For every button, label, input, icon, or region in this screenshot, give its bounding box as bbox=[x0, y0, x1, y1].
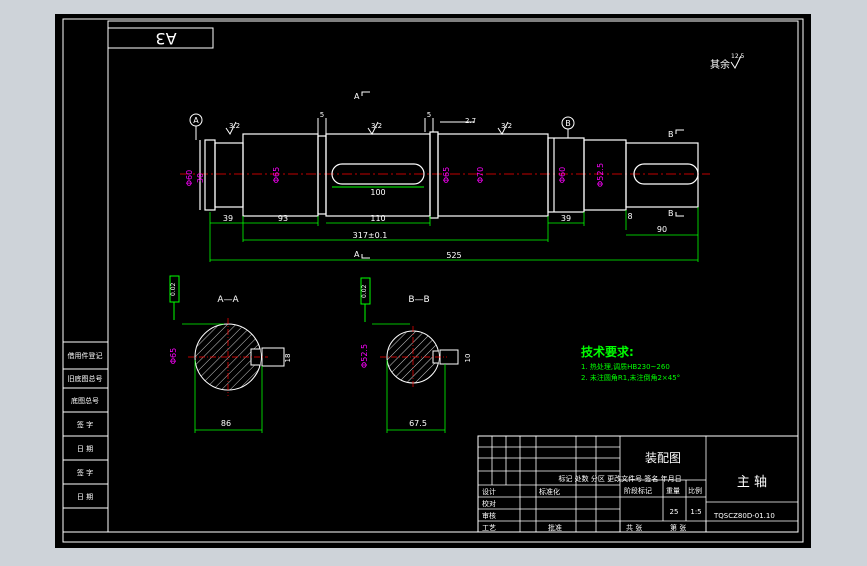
drawing-border bbox=[107, 20, 799, 533]
dia-label-3: Φ65 bbox=[272, 167, 281, 183]
weight-label: 重量 bbox=[666, 487, 680, 495]
keyway-2 bbox=[633, 163, 699, 185]
sheet-size-box bbox=[107, 27, 214, 49]
dim-39-left: 39 bbox=[223, 214, 233, 223]
dim-39-right: 39 bbox=[561, 214, 571, 223]
dim-317: 317±0.1 bbox=[353, 231, 388, 240]
dia-label-2: 30 bbox=[196, 173, 205, 183]
tech-item-2: 2. 未注圆角R1,未注倒角2×45° bbox=[581, 373, 680, 382]
dim-93: 93 bbox=[278, 214, 288, 223]
section-a-key-width: 18 bbox=[284, 354, 292, 363]
keyway-1 bbox=[331, 163, 425, 185]
title-block: 标记 处数 分区 更改文件号 签名 年月日 设计 校对 审核 工艺 标准化 批准… bbox=[477, 435, 799, 533]
keyway-width-1: 5 bbox=[320, 111, 324, 119]
section-a-a: A—A Φ65 18 86 0.02 bbox=[169, 275, 292, 433]
dim-525: 525 bbox=[446, 251, 461, 260]
section-b-diameter: Φ52.5 bbox=[360, 344, 369, 368]
sheets-total: 共 张 bbox=[626, 523, 642, 532]
roughness-symbol-icon bbox=[730, 55, 742, 69]
outer-frame bbox=[62, 18, 804, 543]
tech-requirements: 技术要求: 1. 热处理,调质HB230~260 2. 未注圆角R1,未注倒角2… bbox=[581, 344, 680, 382]
scale-label: 比例 bbox=[688, 486, 702, 495]
section-mark-b-top: B bbox=[668, 130, 674, 139]
section-b-title: B—B bbox=[408, 295, 429, 305]
tech-title: 技术要求: bbox=[581, 344, 634, 359]
strip-cell-4: 签 字 bbox=[77, 420, 93, 429]
dia-label-1: Φ60 bbox=[185, 170, 194, 186]
role-review: 审核 bbox=[482, 511, 496, 520]
role-process: 工艺 bbox=[482, 524, 496, 532]
roughness-icon-2 bbox=[367, 121, 379, 135]
section-mark-b-bottom: B bbox=[668, 209, 674, 218]
roughness-icon-3 bbox=[497, 121, 509, 135]
tech-item-1: 1. 热处理,调质HB230~260 bbox=[581, 362, 670, 371]
flatness-b-value: 0.02 bbox=[361, 284, 368, 298]
roughness-icon-1 bbox=[225, 121, 237, 135]
section-b-width: 67.5 bbox=[409, 419, 427, 428]
dia-label-6: Φ60 bbox=[558, 167, 567, 183]
datum-a-label: A bbox=[193, 116, 199, 125]
strip-cell-1: 借用件登记 bbox=[68, 351, 103, 360]
roughness-note: 其余 bbox=[710, 58, 730, 71]
dim-90: 90 bbox=[657, 225, 667, 234]
keyway-width-2: 5 bbox=[427, 111, 431, 119]
role-design: 设计 bbox=[482, 487, 496, 496]
role-check: 校对 bbox=[482, 499, 496, 508]
roughness-value-3: 3.2 bbox=[501, 122, 512, 130]
strip-cell-6: 签 字 bbox=[77, 468, 93, 477]
shaft-view: Φ60 30 Φ65 Φ65 Φ70 Φ60 Φ52.5 A B 3.2 3.2… bbox=[180, 91, 710, 262]
history-headers: 标记 处数 分区 更改文件号 签名 年月日 bbox=[558, 474, 681, 483]
stage-label: 阶段标记 bbox=[624, 486, 652, 495]
sheet-number: 第 张 bbox=[670, 523, 686, 532]
approve-label: 批准 bbox=[548, 523, 562, 532]
roughness-value-1: 3.2 bbox=[229, 122, 240, 130]
strip-cell-2: 旧底图总号 bbox=[68, 374, 103, 383]
section-a-title: A—A bbox=[217, 295, 239, 305]
assembly-label: 装配图 bbox=[645, 451, 681, 465]
part-name: 主 轴 bbox=[737, 475, 767, 490]
dia-label-5: Φ70 bbox=[476, 167, 485, 183]
section-a-diameter: Φ65 bbox=[169, 348, 178, 364]
strip-cell-3: 底图总号 bbox=[71, 396, 99, 405]
roughness-value-2: 3.2 bbox=[371, 122, 382, 130]
strip-cell-7: 日 期 bbox=[77, 493, 93, 501]
dim-8: 8 bbox=[627, 212, 632, 221]
keyway-length: 100 bbox=[370, 188, 385, 197]
dim-110: 110 bbox=[370, 214, 385, 223]
dia-label-4: Φ65 bbox=[442, 167, 451, 183]
section-a-width: 86 bbox=[221, 419, 231, 428]
left-strip: 借用件登记 旧底图总号 底图总号 签 字 日 期 签 字 日 期 bbox=[62, 341, 109, 533]
weight-value: 25 bbox=[670, 508, 679, 516]
dia-label-7: Φ52.5 bbox=[596, 163, 605, 187]
scale-value: 1:5 bbox=[690, 508, 701, 516]
datum-b-label: B bbox=[565, 119, 571, 128]
strip-cell-5: 日 期 bbox=[77, 445, 93, 453]
section-b-key-width: 10 bbox=[464, 354, 472, 363]
roughness-note-value: 12.5 bbox=[731, 53, 745, 60]
section-mark-a-bottom: A bbox=[354, 250, 360, 259]
sheet-size-label: A3 bbox=[155, 29, 176, 48]
section-b-b: B—B Φ52.5 10 67.5 0.02 bbox=[360, 277, 472, 433]
groove-depth: 2.7 bbox=[465, 117, 476, 125]
flatness-a-value: 0.02 bbox=[170, 282, 177, 296]
section-mark-a-top: A bbox=[354, 92, 360, 101]
drawing-code: TQSCZ80D-01.10 bbox=[713, 512, 775, 520]
sheet-background bbox=[55, 14, 811, 548]
standardize-label: 标准化 bbox=[539, 487, 560, 496]
